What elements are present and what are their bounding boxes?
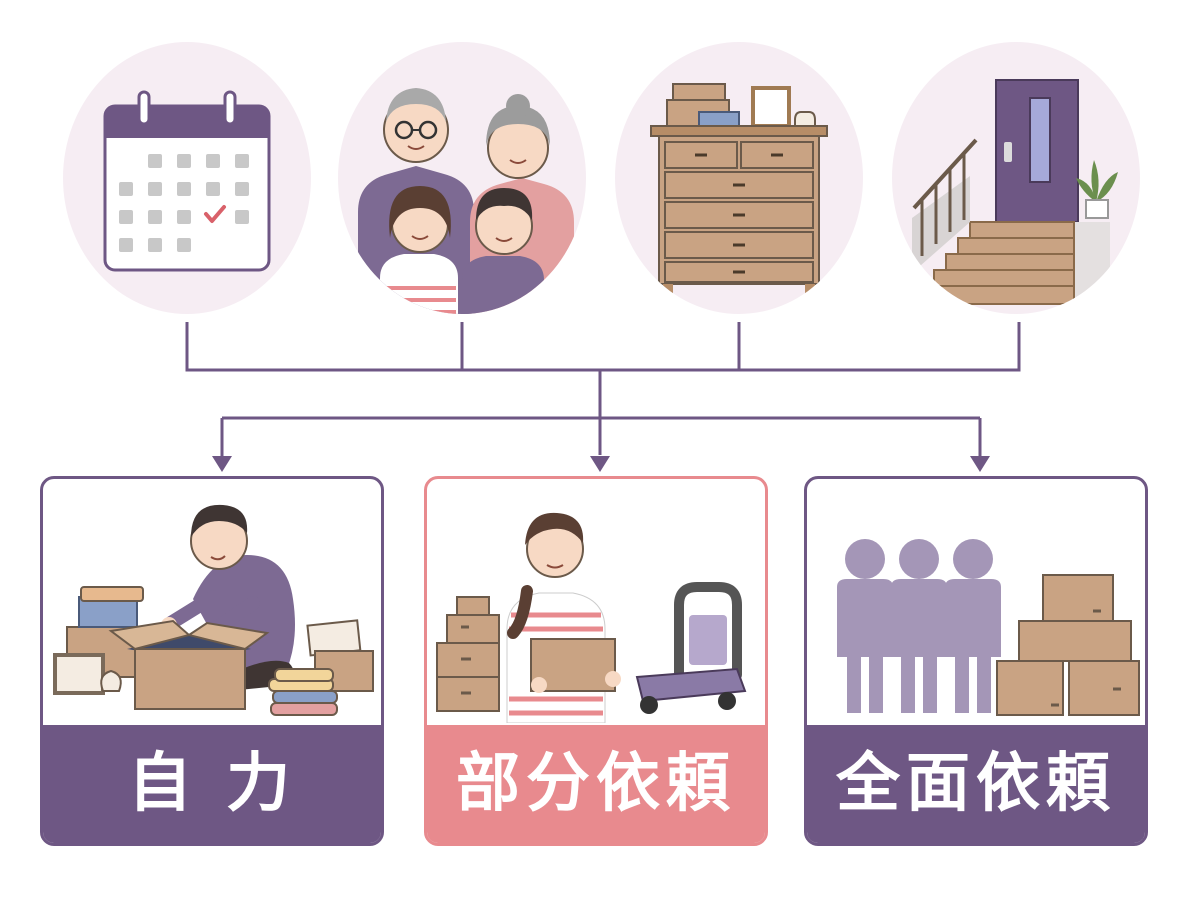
dresser-icon: [650, 83, 828, 300]
factor-belongings: [615, 42, 863, 314]
carrying-person-with-cart-icon: [436, 512, 747, 723]
option-label: 全面依頼: [807, 725, 1145, 843]
option-self: 自 力: [40, 476, 384, 846]
option-label: 部分依頼: [427, 725, 765, 843]
factor-family: [338, 42, 586, 314]
entrance-stairs-icon: [912, 79, 1118, 314]
calendar-icon: [103, 90, 271, 272]
option-full: 全面依頼: [804, 476, 1148, 846]
packing-person-icon: [53, 504, 374, 716]
family-icon: [358, 88, 574, 314]
movers-team-icon: [837, 539, 1140, 716]
factor-house-access: [892, 42, 1140, 314]
option-label: 自 力: [43, 725, 381, 843]
factor-schedule: [63, 42, 311, 314]
option-partial: 部分依頼: [424, 476, 768, 846]
